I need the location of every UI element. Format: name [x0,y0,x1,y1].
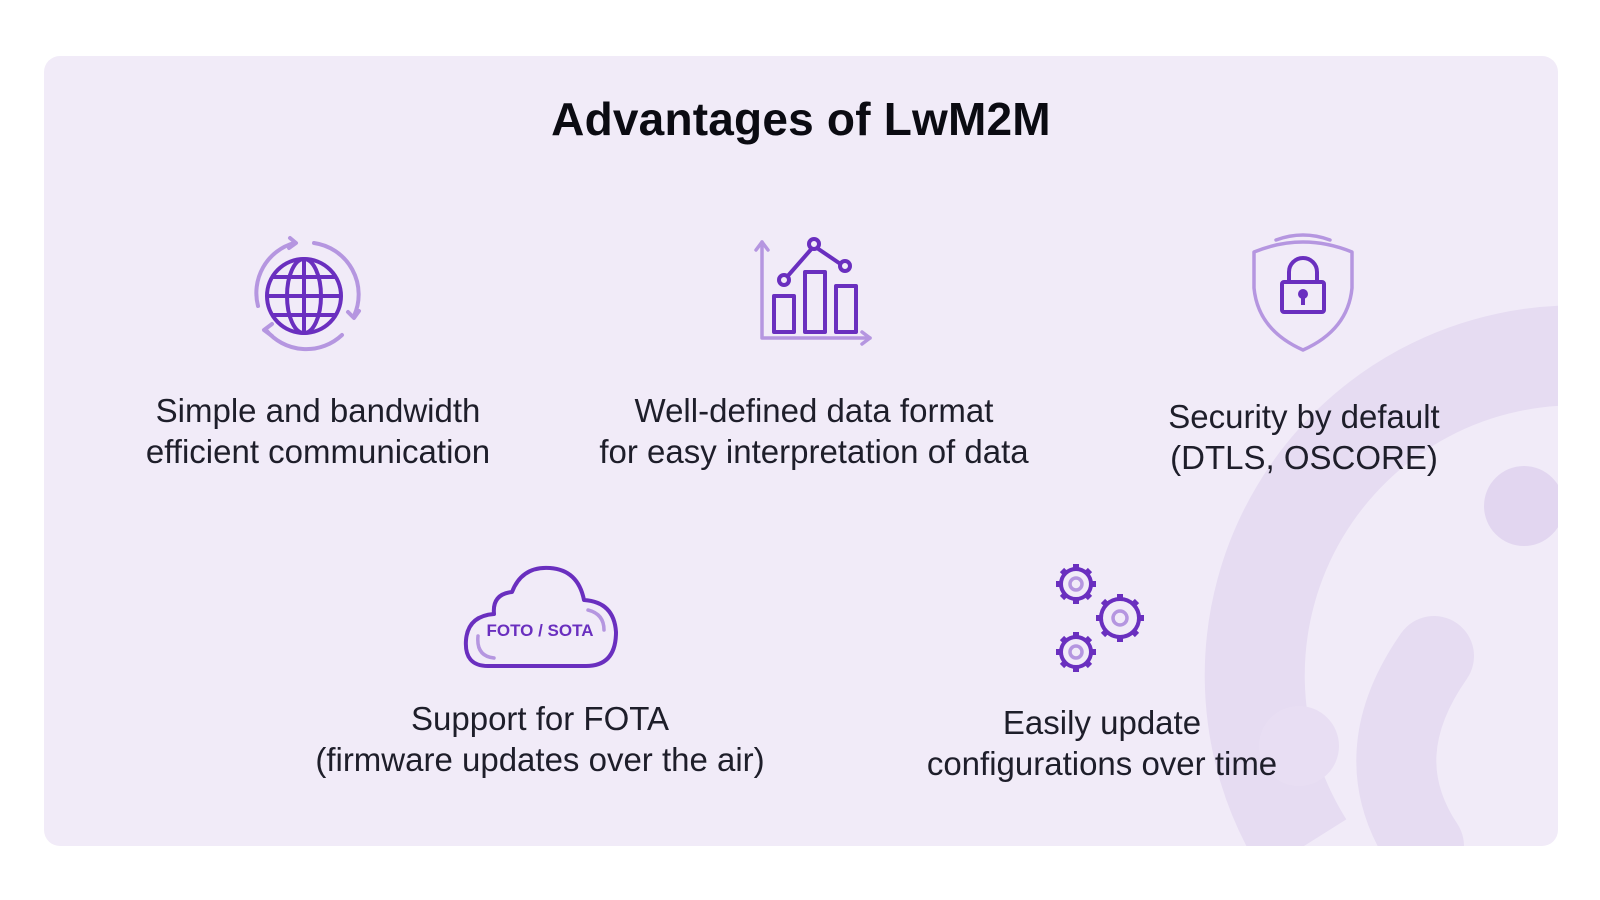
page-title: Advantages of LwM2M [551,93,1051,145]
caption-line: for easy interpretation of data [599,433,1029,470]
globe-sync-icon [254,236,361,352]
caption-line: Simple and bandwidth [155,392,481,429]
cloud-label: FOTO / SOTA [486,621,593,640]
caption-line: Support for FOTA [411,700,669,737]
advantage-caption-5: Easily update configurations over time [902,702,1302,784]
caption-line: efficient communication [145,433,491,470]
chart-icon [754,237,872,346]
shield-lock-icon [1252,233,1354,352]
advantage-caption-3: Security by default (DTLS, OSCORE) [1104,396,1504,478]
caption-line: Easily update [1002,704,1202,741]
advantages-card: Advantages of LwM2M Simple and bandwidth… [44,56,1558,846]
cloud-icon: FOTO / SOTA [463,565,618,668]
caption-line: (DTLS, OSCORE) [1170,439,1438,476]
advantage-caption-1: Simple and bandwidth efficient communica… [98,390,538,472]
background-decoration [1204,305,1558,846]
caption-line: configurations over time [926,745,1278,782]
caption-line: Well-defined data format [634,392,994,429]
advantage-caption-4: Support for FOTA (firmware updates over … [300,698,780,780]
gears-icon [1056,564,1144,672]
caption-line: (firmware updates over the air) [315,741,765,778]
advantage-caption-2: Well-defined data format for easy interp… [574,390,1054,472]
caption-line: Security by default [1168,398,1440,435]
